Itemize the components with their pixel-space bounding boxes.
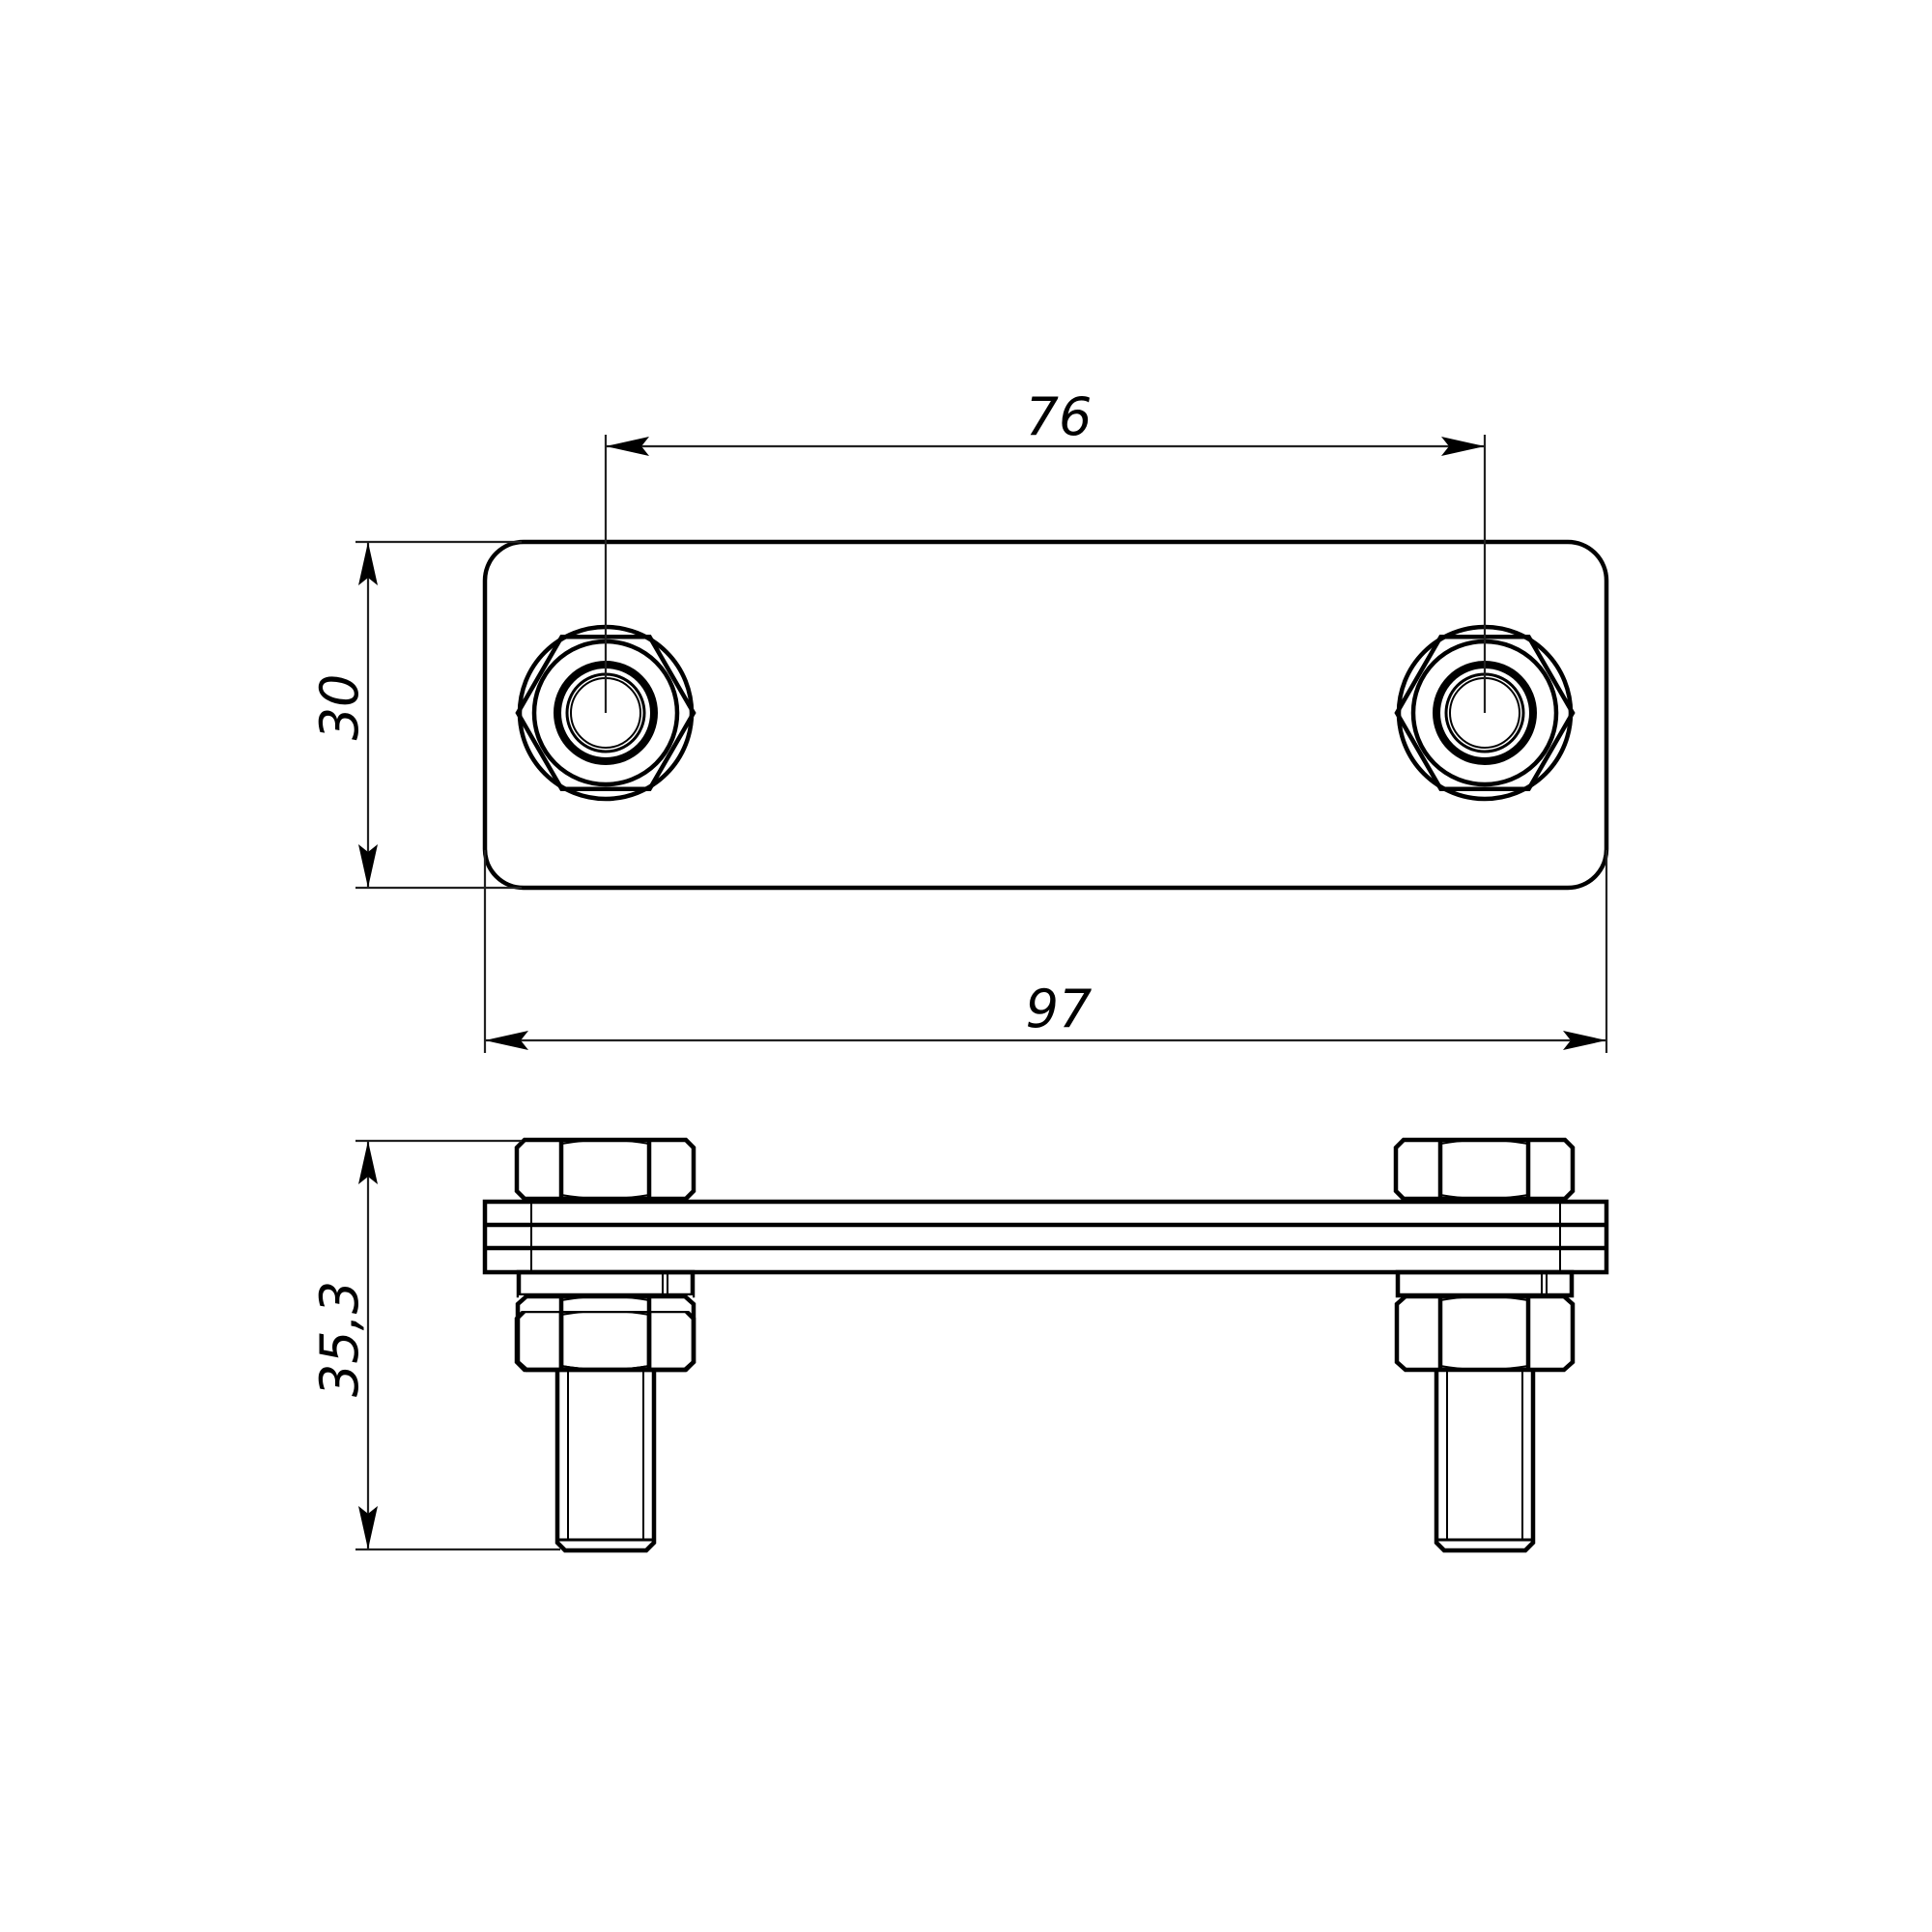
side-view: 35,3 xyxy=(309,1139,1609,1551)
dimension-plate-length: 97 xyxy=(483,850,1608,1053)
top-view: 76 30 97 xyxy=(309,386,1609,1053)
dimension-bolt-spacing: 76 xyxy=(604,386,1487,713)
dimension-assembly-height: 35,3 xyxy=(309,1139,560,1551)
plate-stack xyxy=(482,1199,1609,1275)
left-bolt-assembly xyxy=(517,1140,696,1550)
dim-text-35-3: 35,3 xyxy=(309,1281,370,1397)
plate-outline xyxy=(482,539,1609,891)
dim-text-97: 97 xyxy=(1026,979,1093,1039)
right-bolt-assembly xyxy=(1396,1140,1576,1550)
dim-text-76: 76 xyxy=(1026,386,1093,447)
dim-text-30: 30 xyxy=(309,674,370,741)
dimension-plate-height: 30 xyxy=(309,540,522,890)
